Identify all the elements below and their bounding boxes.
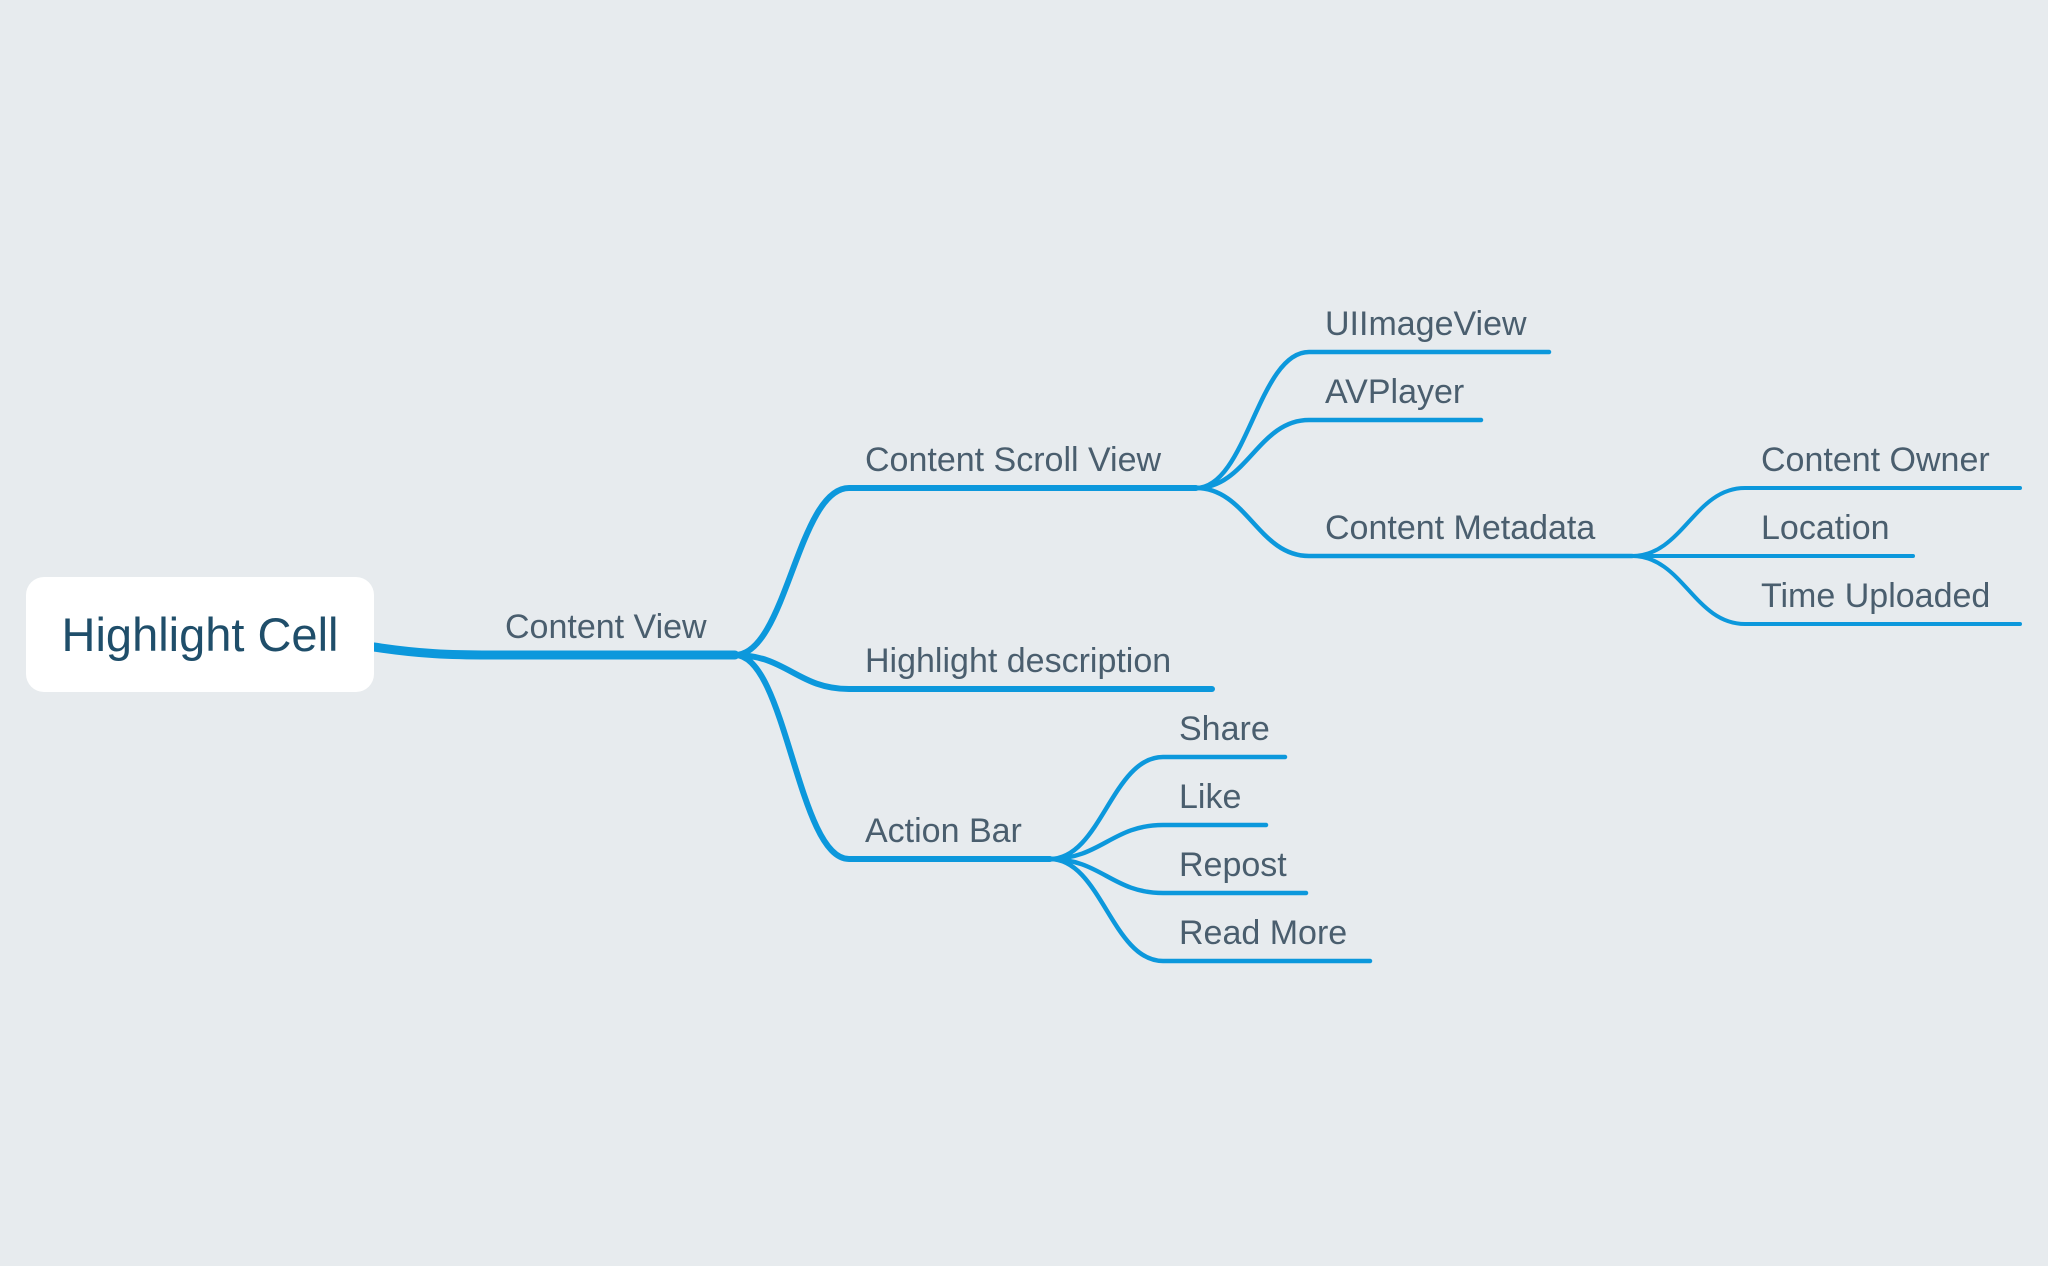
connector-action-bar-to-repost <box>1047 856 1309 896</box>
topic-label-highlight-description[interactable]: Highlight description <box>865 642 1172 680</box>
topic-label-avplayer[interactable]: AVPlayer <box>1325 373 1465 411</box>
topic-label-location[interactable]: Location <box>1761 509 1890 547</box>
connector-action-bar-to-like <box>1047 822 1269 862</box>
topic-label-content-owner[interactable]: Content Owner <box>1761 441 1990 479</box>
topic-label-repost[interactable]: Repost <box>1179 846 1287 884</box>
root-topic-label: Highlight Cell <box>61 608 339 661</box>
connector-content-scroll-view-to-uiimageview <box>1193 349 1552 491</box>
topic-label-content-view[interactable]: Content View <box>505 608 707 646</box>
connector-action-bar-to-share <box>1047 754 1288 862</box>
root-topic-highlight-cell[interactable]: Highlight Cell <box>26 577 374 692</box>
connector-content-view-to-action-bar <box>732 652 1053 862</box>
topic-label-content-metadata[interactable]: Content Metadata <box>1325 509 1596 547</box>
topic-label-read-more[interactable]: Read More <box>1179 914 1348 952</box>
topic-label-uiimageview[interactable]: UIImageView <box>1325 305 1527 343</box>
connector-content-view-to-highlight-description <box>732 652 1215 692</box>
topic-label-action-bar[interactable]: Action Bar <box>865 812 1022 850</box>
topic-label-content-scroll-view[interactable]: Content Scroll View <box>865 441 1162 479</box>
topic-label-share[interactable]: Share <box>1179 710 1270 748</box>
topic-label-time-uploaded[interactable]: Time Uploaded <box>1761 577 1991 615</box>
connector-action-bar-to-read-more <box>1047 856 1373 964</box>
topic-label-like[interactable]: Like <box>1179 778 1242 816</box>
connector-content-scroll-view-to-avplayer <box>1193 417 1484 491</box>
connector-content-metadata-to-content-owner <box>1630 486 2022 558</box>
connector-root-to-content-view <box>369 642 740 660</box>
connector-content-scroll-view-to-content-metadata <box>1193 485 1635 559</box>
connector-content-view-to-content-scroll-view <box>732 485 1199 658</box>
connector-content-metadata-to-time-uploaded <box>1630 554 2022 626</box>
